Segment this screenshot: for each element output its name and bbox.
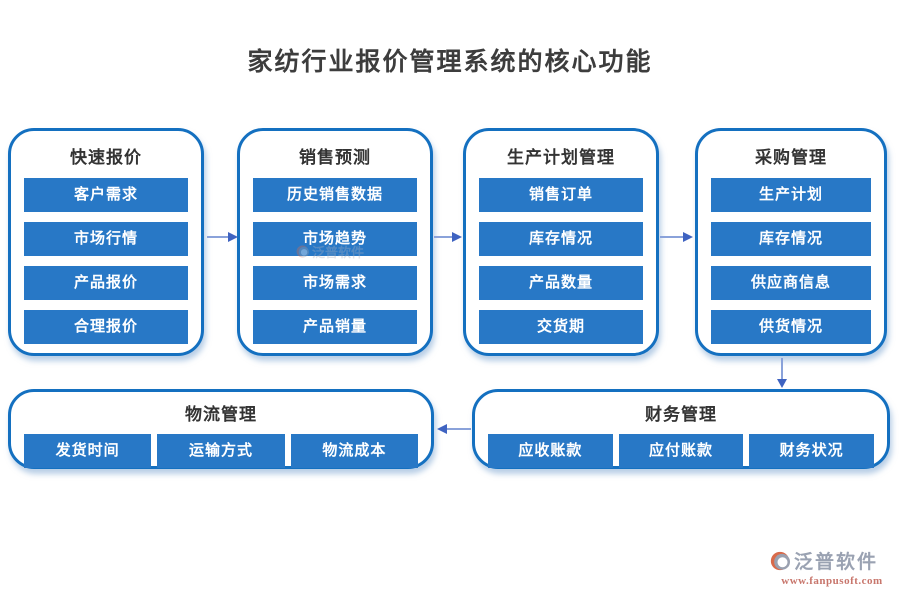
group-purchase: 采购管理 生产计划 库存情况 供应商信息 供货情况 (695, 128, 887, 356)
group-finance: 财务管理 应收账款 应付账款 财务状况 (472, 389, 890, 469)
group-logistics: 物流管理 发货时间 运输方式 物流成本 (8, 389, 434, 469)
node-supply-status: 供货情况 (711, 310, 871, 344)
node-inventory-status: 库存情况 (479, 222, 643, 256)
node-accounts-payable: 应付账款 (618, 434, 744, 468)
node-market-demand: 市场需求 (253, 266, 417, 300)
fanpu-logo-name: 泛普软件 (794, 552, 879, 573)
node-product-quote: 产品报价 (24, 266, 188, 300)
fanpu-logo: 泛普软件 www.fanpusoft.com (770, 547, 894, 587)
group-production-plan: 生产计划管理 销售订单 库存情况 产品数量 交货期 (463, 128, 659, 356)
node-financial-status: 财务状况 (749, 434, 875, 468)
node-customer-demand: 客户需求 (24, 178, 188, 212)
arrow-quickquote-to-forecast (207, 232, 238, 242)
fanpu-logo-url: www.fanpusoft.com (781, 575, 883, 587)
group-production-plan-title: 生产计划管理 (507, 148, 615, 167)
node-ship-time: 发货时间 (24, 434, 152, 468)
arrow-finance-to-logistics (437, 424, 471, 434)
group-finance-title: 财务管理 (645, 405, 717, 424)
node-logistics-cost: 物流成本 (290, 434, 418, 468)
node-market-quotes: 市场行情 (24, 222, 188, 256)
group-logistics-title: 物流管理 (185, 405, 257, 424)
node-market-trend: 市场趋势 (253, 222, 417, 256)
node-product-sales: 产品销量 (253, 310, 417, 344)
node-delivery-date: 交货期 (479, 310, 643, 344)
group-quick-quote: 快速报价 客户需求 市场行情 产品报价 合理报价 (8, 128, 204, 356)
node-transport-mode: 运输方式 (157, 434, 285, 468)
arrow-forecast-to-production (434, 232, 462, 242)
node-inventory-status2: 库存情况 (711, 222, 871, 256)
diagram-title: 家纺行业报价管理系统的核心功能 (247, 49, 653, 76)
fanpu-logo-icon (770, 551, 790, 570)
node-accounts-receivable: 应收账款 (488, 434, 613, 468)
group-purchase-title: 采购管理 (755, 148, 827, 167)
group-sales-forecast-title: 销售预测 (299, 148, 371, 167)
group-quick-quote-title: 快速报价 (70, 148, 142, 167)
arrow-production-to-purchase (660, 232, 693, 242)
node-sales-order: 销售订单 (479, 178, 643, 212)
node-supplier-info: 供应商信息 (711, 266, 871, 300)
group-sales-forecast: 销售预测 历史销售数据 市场趋势 市场需求 产品销量 (237, 128, 433, 356)
node-product-quantity: 产品数量 (479, 266, 643, 300)
node-production-plan: 生产计划 (711, 178, 871, 212)
node-reasonable-quote: 合理报价 (24, 310, 188, 344)
arrow-purchase-to-finance (777, 358, 787, 388)
node-history-sales-data: 历史销售数据 (253, 178, 417, 212)
